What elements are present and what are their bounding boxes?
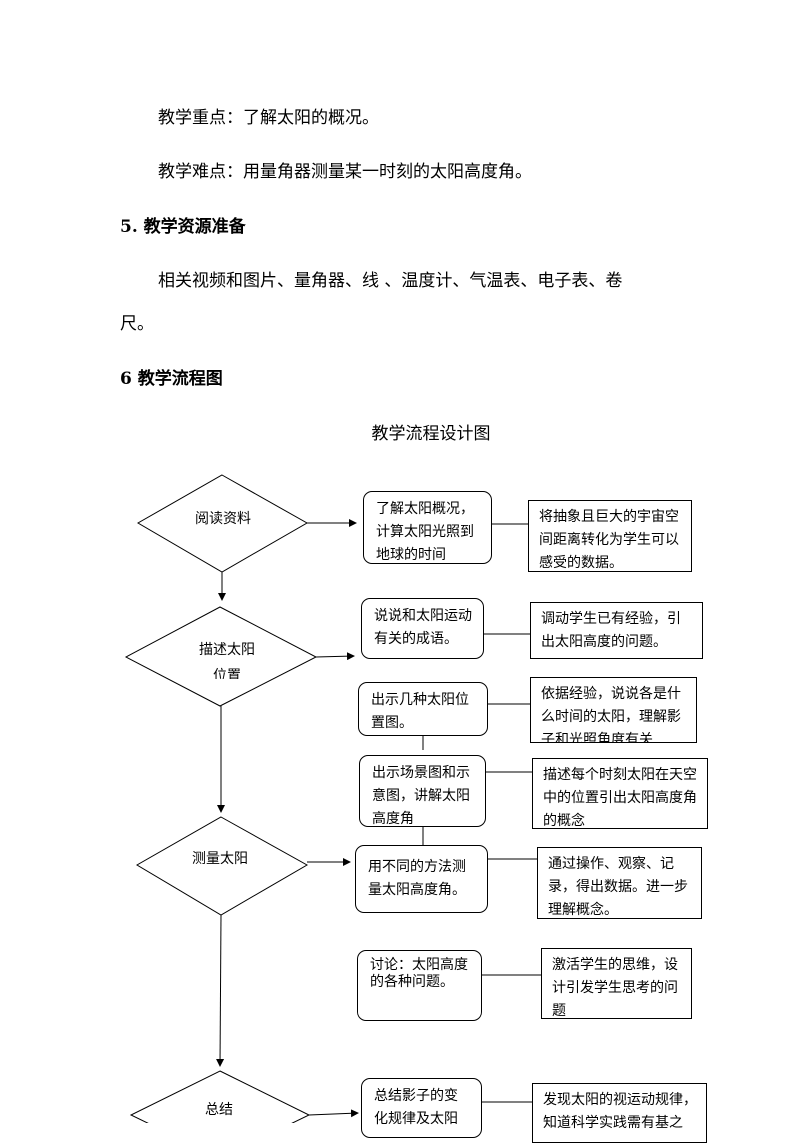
note-box-5: 通过操作、观察、记录，得出数据。进一步理解概念。 <box>537 847 702 919</box>
step-box-1: 了解太阳概况，计算太阳光照到地球的时间 <box>363 491 492 564</box>
note-text-4: 描述每个时刻太阳在天空中的位置引出太阳高度角的概念 <box>543 767 697 829</box>
key-point-text: 教学重点：了解太阳的概况。 <box>158 108 379 128</box>
section-6-heading: 6 教学流程图 <box>120 369 223 389</box>
note-text-1: 将抽象且巨大的宇宙空间距离转化为学生可以感受的数据。 <box>539 509 679 571</box>
step-box-6: 讨论：太阳高度的各种问题。 <box>357 950 482 1021</box>
note-box-4: 描述每个时刻太阳在天空中的位置引出太阳高度角的概念 <box>532 758 708 829</box>
step-text-7: 总结影子的变化规律及太阳 <box>374 1088 458 1127</box>
step-text-1: 了解太阳概况，计算太阳光照到地球的时间 <box>376 501 474 563</box>
resources-text-line1: 相关视频和图片、量角器、线 、温度计、气温表、电子表、卷 <box>158 271 623 291</box>
diamond-label-summary: 总结 <box>205 1102 233 1118</box>
section-5-heading: 5. 教学资源准备 <box>120 217 246 237</box>
note-box-7: 发现太阳的视运动规律，知道科学实践需有基之 <box>532 1083 707 1143</box>
step-text-3: 出示几种太阳位置图。 <box>371 692 469 731</box>
diamond-describe <box>124 606 318 707</box>
step-box-2: 说说和太阳运动有关的成语。 <box>361 598 484 659</box>
note-box-3: 依据经验，说说各是什么时间的太阳，理解影子和光照角度有关 <box>530 677 697 743</box>
resources-text-line2: 尺。 <box>120 314 154 334</box>
step-text-2: 说说和太阳运动有关的成语。 <box>374 608 472 647</box>
note-text-2: 调动学生已有经验，引出太阳高度的问题。 <box>541 611 681 650</box>
flowchart-title: 教学流程设计图 <box>371 424 491 444</box>
note-text-5: 通过操作、观察、记录，得出数据。进一步理解概念。 <box>548 856 688 918</box>
diamond-label-measure: 测量太阳 <box>192 851 248 867</box>
step-box-3: 出示几种太阳位置图。 <box>358 682 488 736</box>
diamond-summary <box>129 1070 311 1123</box>
step-text-5: 用不同的方法测量太阳高度角。 <box>368 859 466 898</box>
difficult-point-text: 教学难点：用量角器测量某一时刻的太阳高度角。 <box>158 162 532 182</box>
diamond-label-read: 阅读资料 <box>195 511 251 527</box>
step-text-4: 出示场景图和示意图，讲解太阳高度角 <box>372 765 470 827</box>
note-box-2: 调动学生已有经验，引出太阳高度的问题。 <box>530 602 703 659</box>
note-box-1: 将抽象且巨大的宇宙空间距离转化为学生可以感受的数据。 <box>528 500 692 572</box>
note-text-7: 发现太阳的视运动规律，知道科学实践需有基之 <box>543 1092 697 1131</box>
note-text-3: 依据经验，说说各是什么时间的太阳，理解影子和光照角度有关 <box>541 686 681 743</box>
note-box-6: 激活学生的思维，设计引发学生思考的问题 <box>541 948 692 1019</box>
diamond-label-describe: 描述太阳位置 <box>199 642 255 679</box>
step-box-5: 用不同的方法测量太阳高度角。 <box>355 845 488 913</box>
step-text-6: 讨论：太阳高度的各种问题。 <box>370 957 468 990</box>
step-box-4: 出示场景图和示意图，讲解太阳高度角 <box>359 755 486 827</box>
step-box-7: 总结影子的变化规律及太阳 <box>361 1078 482 1138</box>
note-text-6: 激活学生的思维，设计引发学生思考的问题 <box>552 957 678 1019</box>
